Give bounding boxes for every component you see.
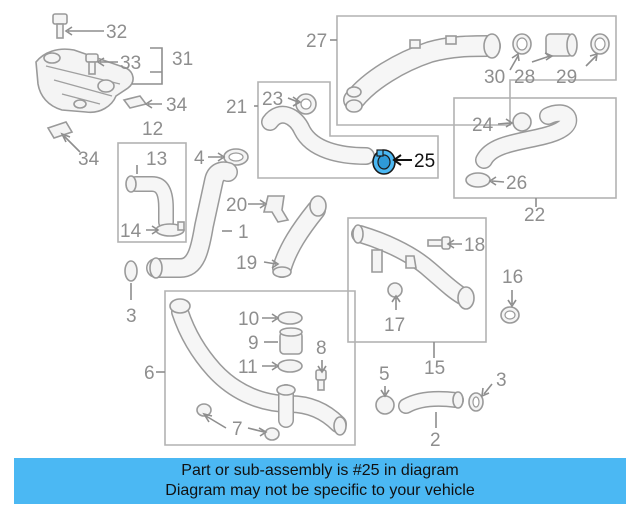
callout-12: 12: [142, 119, 163, 140]
callout-10: 10: [238, 309, 259, 330]
callout-22: 22: [524, 205, 545, 226]
bolt-32: [52, 13, 68, 39]
o-ring-3-left: [124, 260, 138, 282]
pipe-27: [343, 33, 501, 113]
caption-banner: Part or sub-assembly is #25 in diagram D…: [14, 458, 626, 504]
caption-line-1: Part or sub-assembly is #25 in diagram: [181, 462, 459, 479]
callout-18: 18: [464, 235, 485, 256]
leader-25: [392, 154, 412, 166]
clamp-23: [295, 93, 317, 115]
pipe-15: [351, 224, 475, 310]
callout-15: 15: [424, 358, 445, 379]
bolt-33: [85, 53, 99, 75]
group-box-21: [257, 81, 439, 179]
pipe-19: [272, 195, 327, 278]
callout-7: 7: [232, 419, 243, 440]
callout-3-right: 3: [496, 370, 507, 391]
callout-33: 33: [120, 53, 141, 74]
callout-34-upper: 34: [166, 95, 188, 116]
callout-4: 4: [194, 148, 205, 169]
callout-14: 14: [120, 221, 142, 242]
grommet-7-left: [196, 403, 212, 417]
callout-19: 19: [236, 253, 257, 274]
callout-11: 11: [238, 357, 258, 378]
callout-9: 9: [248, 333, 259, 354]
callout-6: 6: [144, 363, 155, 384]
grommet-17: [387, 282, 403, 298]
callout-labels: 32 33 31 34 12 34 13 4 14 1 3 20 19 21 2…: [78, 22, 577, 451]
leader-lines: [60, 26, 598, 437]
clamp-4: [223, 148, 249, 166]
callout-30: 30: [484, 67, 505, 88]
clamp-25-highlighted: [372, 149, 396, 175]
callout-5: 5: [379, 364, 390, 385]
callout-32: 32: [106, 22, 127, 43]
caption-line-2: Diagram may not be specific to your vehi…: [165, 482, 475, 499]
callout-28: 28: [514, 67, 535, 88]
callout-1: 1: [238, 222, 249, 243]
o-ring-16: [500, 306, 520, 324]
clamp-24: [512, 112, 532, 132]
clamp-11: [277, 359, 303, 373]
callout-24: 24: [472, 115, 494, 136]
callout-8: 8: [316, 338, 327, 359]
hose-22: [475, 104, 578, 169]
callout-21: 21: [226, 97, 247, 118]
parts-diagram: 32 33 31 34 12 34 13 4 14 1 3 20 19 21 2…: [35, 13, 617, 451]
callout-3-left: 3: [126, 306, 137, 327]
clamp-5: [375, 395, 395, 415]
hose-13: [125, 175, 174, 230]
grommet-7-right: [264, 427, 280, 441]
clip-34-upper: [122, 95, 148, 109]
hose-9: [279, 327, 303, 355]
bracket-assembly-31: [35, 48, 134, 114]
bolt-18: [427, 236, 451, 250]
callout-16: 16: [502, 267, 523, 288]
callout-29: 29: [556, 67, 577, 88]
group-box-15: [347, 217, 487, 343]
callout-20: 20: [226, 195, 247, 216]
clamp-10: [277, 311, 303, 325]
bolt-8: [315, 369, 327, 391]
clip-34-lower: [46, 121, 74, 139]
hose-28: [545, 33, 578, 57]
hose-23: [261, 105, 375, 165]
hose-1: [146, 161, 238, 279]
group-box-6: [164, 290, 356, 446]
callout-31: 31: [172, 49, 193, 70]
bracket-20: [262, 195, 290, 223]
clamp-30: [512, 33, 532, 55]
callout-2: 2: [430, 430, 441, 451]
callout-34-lower: 34: [78, 149, 100, 170]
group-box-12: [117, 142, 187, 243]
callout-23: 23: [262, 89, 283, 110]
o-ring-3-right: [468, 392, 484, 412]
group-box-27: [336, 15, 617, 126]
clamp-26: [465, 172, 491, 188]
pipe-6: [169, 298, 347, 436]
callout-25-highlighted: 25: [414, 151, 435, 172]
callout-13: 13: [146, 149, 167, 170]
callout-27: 27: [306, 31, 327, 52]
callout-17: 17: [384, 315, 405, 336]
hose-2: [398, 390, 464, 414]
clamp-29: [590, 33, 610, 55]
callout-26: 26: [506, 173, 527, 194]
group-box-22: [453, 97, 617, 199]
